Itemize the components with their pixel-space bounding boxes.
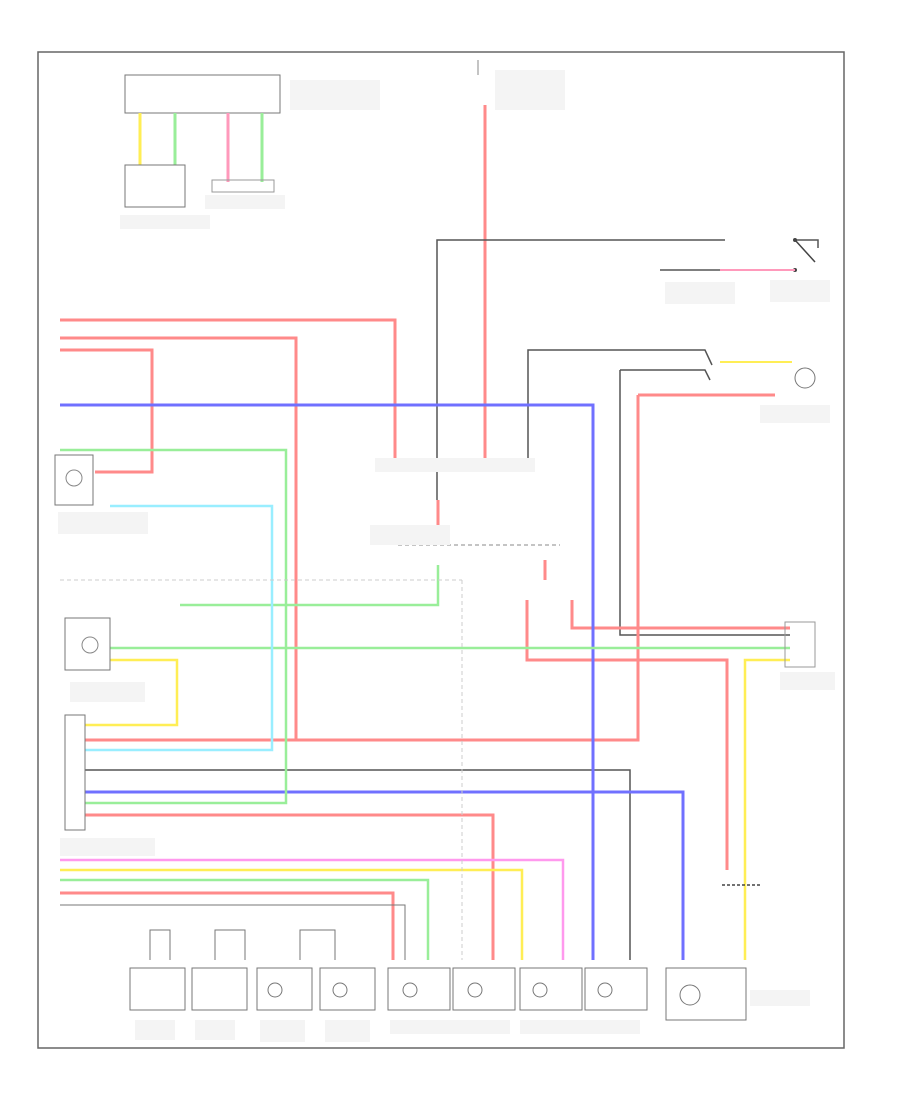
center-module xyxy=(60,458,560,960)
pink-wires xyxy=(60,858,565,960)
gray-wires xyxy=(85,239,819,960)
bottom-labels xyxy=(135,990,810,1042)
yellow-wires xyxy=(60,658,790,960)
left-component-upper xyxy=(54,454,148,534)
right-connector xyxy=(780,621,835,690)
left-component-middle xyxy=(64,617,145,702)
door-switch-top-right xyxy=(660,238,830,304)
blue-wires xyxy=(60,403,685,960)
diagram-border xyxy=(37,51,845,1049)
right-lamp xyxy=(720,361,830,423)
green-wires xyxy=(60,448,790,960)
red-wires xyxy=(60,318,790,960)
top-connector-block xyxy=(120,74,380,229)
bottom-components xyxy=(60,904,747,1021)
left-connector-strip xyxy=(60,714,155,856)
cyan-wires xyxy=(85,504,274,752)
